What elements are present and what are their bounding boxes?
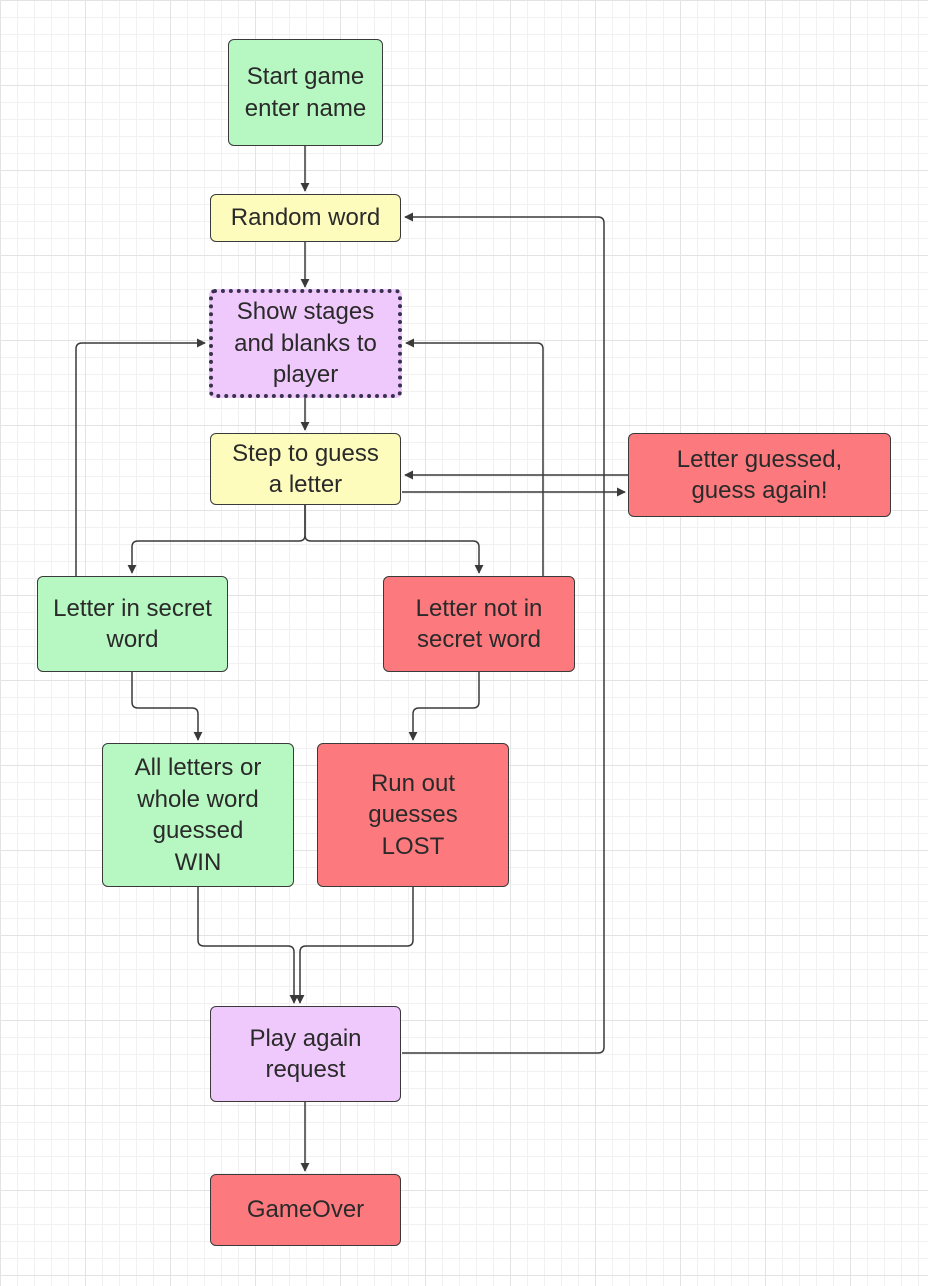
edge-letter-in-to-win [131,672,203,741]
edge-step-guess-to-letter-in [127,505,306,574]
node-game-over[interactable]: GameOver [210,1174,401,1246]
node-lost[interactable]: Run out guesses LOST [317,743,509,887]
edge-letter-not-in-to-lost [408,672,480,741]
node-play-again[interactable]: Play again request [210,1006,401,1102]
node-win[interactable]: All letters or whole word guessed WIN [102,743,294,887]
node-start-game[interactable]: Start game enter name [228,39,383,146]
edge-step-guess-to-letter-not-in [304,505,484,574]
edge-win-to-play-again [197,887,299,1004]
node-random-word[interactable]: Random word [210,194,401,242]
edge-play-again-to-random-word [402,212,605,1054]
node-letter-not-in-secret-word[interactable]: Letter not in secret word [383,576,575,672]
edge-letter-not-in-to-show-stages [405,338,544,576]
edge-lost-to-play-again [295,887,414,1004]
node-letter-in-secret-word[interactable]: Letter in secret word [37,576,228,672]
node-step-guess[interactable]: Step to guess a letter [210,433,401,505]
node-show-stages[interactable]: Show stages and blanks to player [209,289,402,398]
node-letter-guessed[interactable]: Letter guessed, guess again! [628,433,891,517]
edge-letter-in-to-show-stages [75,338,206,576]
